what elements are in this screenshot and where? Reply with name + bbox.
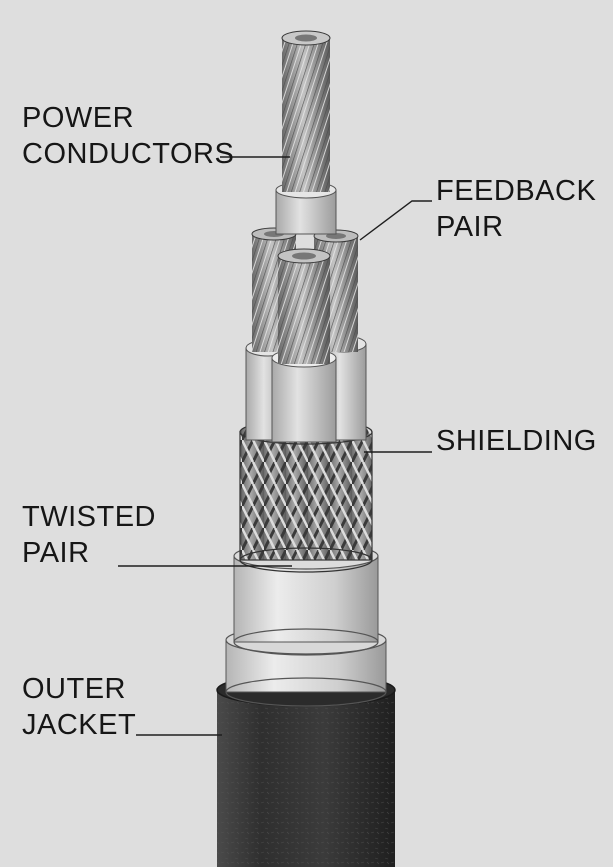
outer-jacket-line-1: OUTER — [22, 673, 126, 705]
feedback-pair-conductors — [251, 227, 359, 364]
twisted-pair-line-2: PAIR — [22, 537, 90, 569]
outer-jacket-line-2: JACKET — [22, 709, 137, 741]
feedback-pair-label: FEEDBACK PAIR — [436, 173, 596, 245]
power-conductors-line-2: CONDUCTORS — [22, 138, 235, 170]
outer-jacket-part — [216, 673, 396, 867]
power-conductors-label: POWER CONDUCTORS — [22, 100, 234, 172]
shielding-line-1: SHIELDING — [436, 425, 597, 457]
power-conductors-line-1: POWER — [22, 102, 135, 134]
power-conductor-core — [275, 30, 337, 235]
feedback-pair-line-2: PAIR — [436, 211, 504, 243]
feedback-pair-line-1: FEEDBACK — [436, 175, 597, 207]
twisted-pair-label: TWISTED PAIR — [22, 499, 156, 571]
braided-shield-part — [239, 419, 373, 573]
feedback-pair-leader — [359, 200, 432, 241]
twisted-pair-line-1: TWISTED — [22, 501, 156, 533]
leader-lines — [118, 156, 432, 736]
shielding-label: SHIELDING — [436, 423, 597, 459]
outer-jacket-label: OUTER JACKET — [22, 671, 136, 743]
